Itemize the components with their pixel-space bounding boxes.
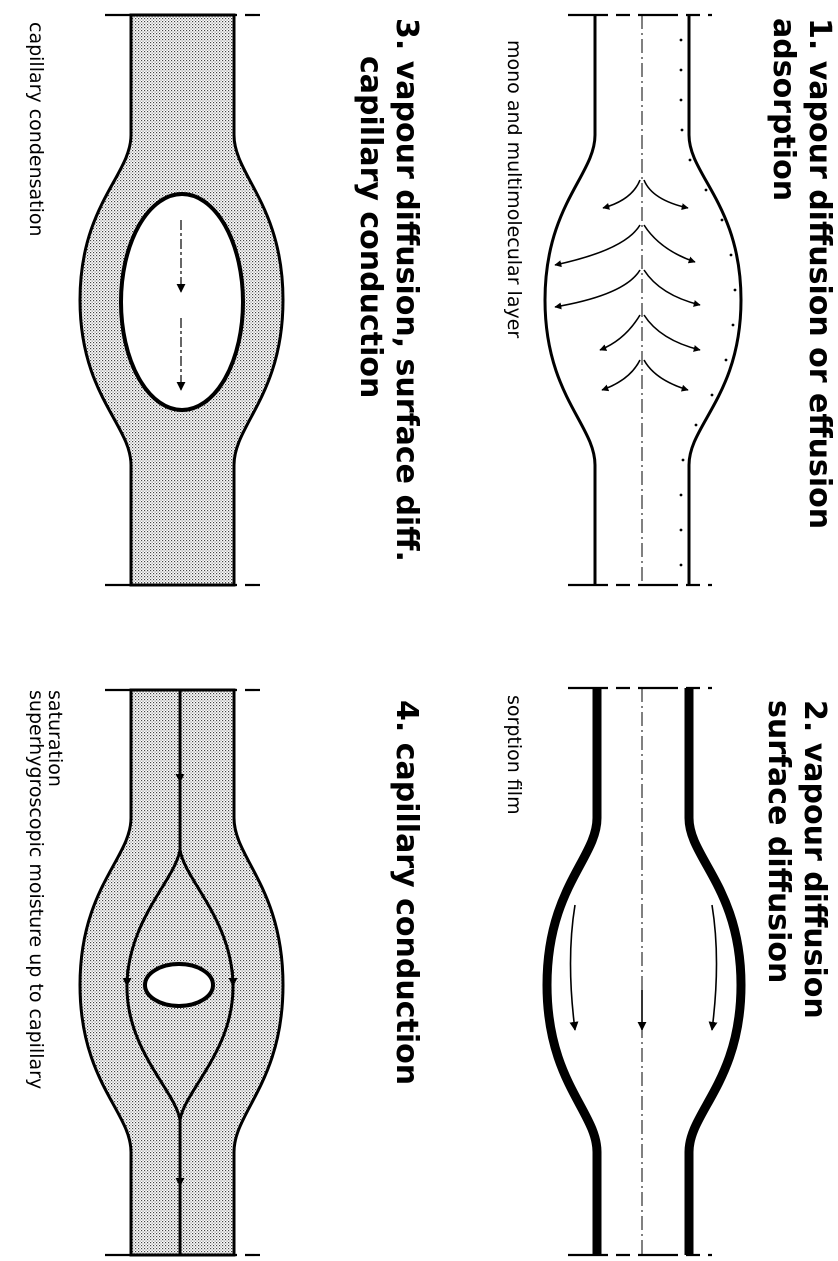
- panel-3-title-line1: 3. vapour diffusion, surface diff.: [389, 18, 424, 562]
- panel-3-title: 3. vapour diffusion, surface diff. capil…: [353, 18, 424, 562]
- panel-4-caption: superhygroscopic moisture up to capillar…: [25, 690, 66, 1089]
- panel-4-caption-line1: superhygroscopic moisture up to capillar…: [25, 690, 47, 1089]
- panel-2-title: 2. vapour diffusion surface diffusion: [761, 700, 832, 1019]
- panel-1-title-line2: adsorption: [766, 18, 801, 201]
- panel-2-caption: sorption film: [503, 695, 525, 815]
- panel-4-title: 4. capillary conduction: [389, 700, 424, 1085]
- panel-3: 3. vapour diffusion, surface diff. capil…: [25, 15, 424, 585]
- panel-2: 2. vapour diffusion surface diffusion so…: [503, 688, 832, 1255]
- panel-2-left-wall: [547, 688, 597, 1255]
- panel-1: 1. vapour diffusion or effusion adsorpti…: [503, 15, 837, 585]
- panel-2-right-surface-arrow: [712, 905, 717, 1030]
- panel-3-vapour-pocket: [121, 194, 243, 410]
- panel-1-title-line1: 1. vapour diffusion or effusion: [802, 18, 837, 529]
- panel-4-air-bubble: [145, 964, 213, 1006]
- panel-2-title-line2: surface diffusion: [761, 700, 796, 983]
- panel-4: 4. capillary conduction superhygroscopic…: [25, 690, 424, 1255]
- panel-2-title-line1: 2. vapour diffusion: [797, 700, 832, 1019]
- panel-2-left-surface-arrow: [571, 905, 576, 1030]
- panel-2-right-wall: [689, 688, 741, 1255]
- panel-1-diffusion-arrows: [555, 180, 700, 390]
- panel-3-caption: capillary condensation: [25, 22, 47, 237]
- panel-1-title: 1. vapour diffusion or effusion adsorpti…: [766, 18, 837, 529]
- panel-1-right-wall: [689, 15, 741, 585]
- panel-4-caption-line2: saturation: [44, 690, 66, 787]
- panel-3-title-line2: capillary conduction: [353, 56, 388, 398]
- panel-1-caption: mono and multimolecular layer: [503, 40, 525, 338]
